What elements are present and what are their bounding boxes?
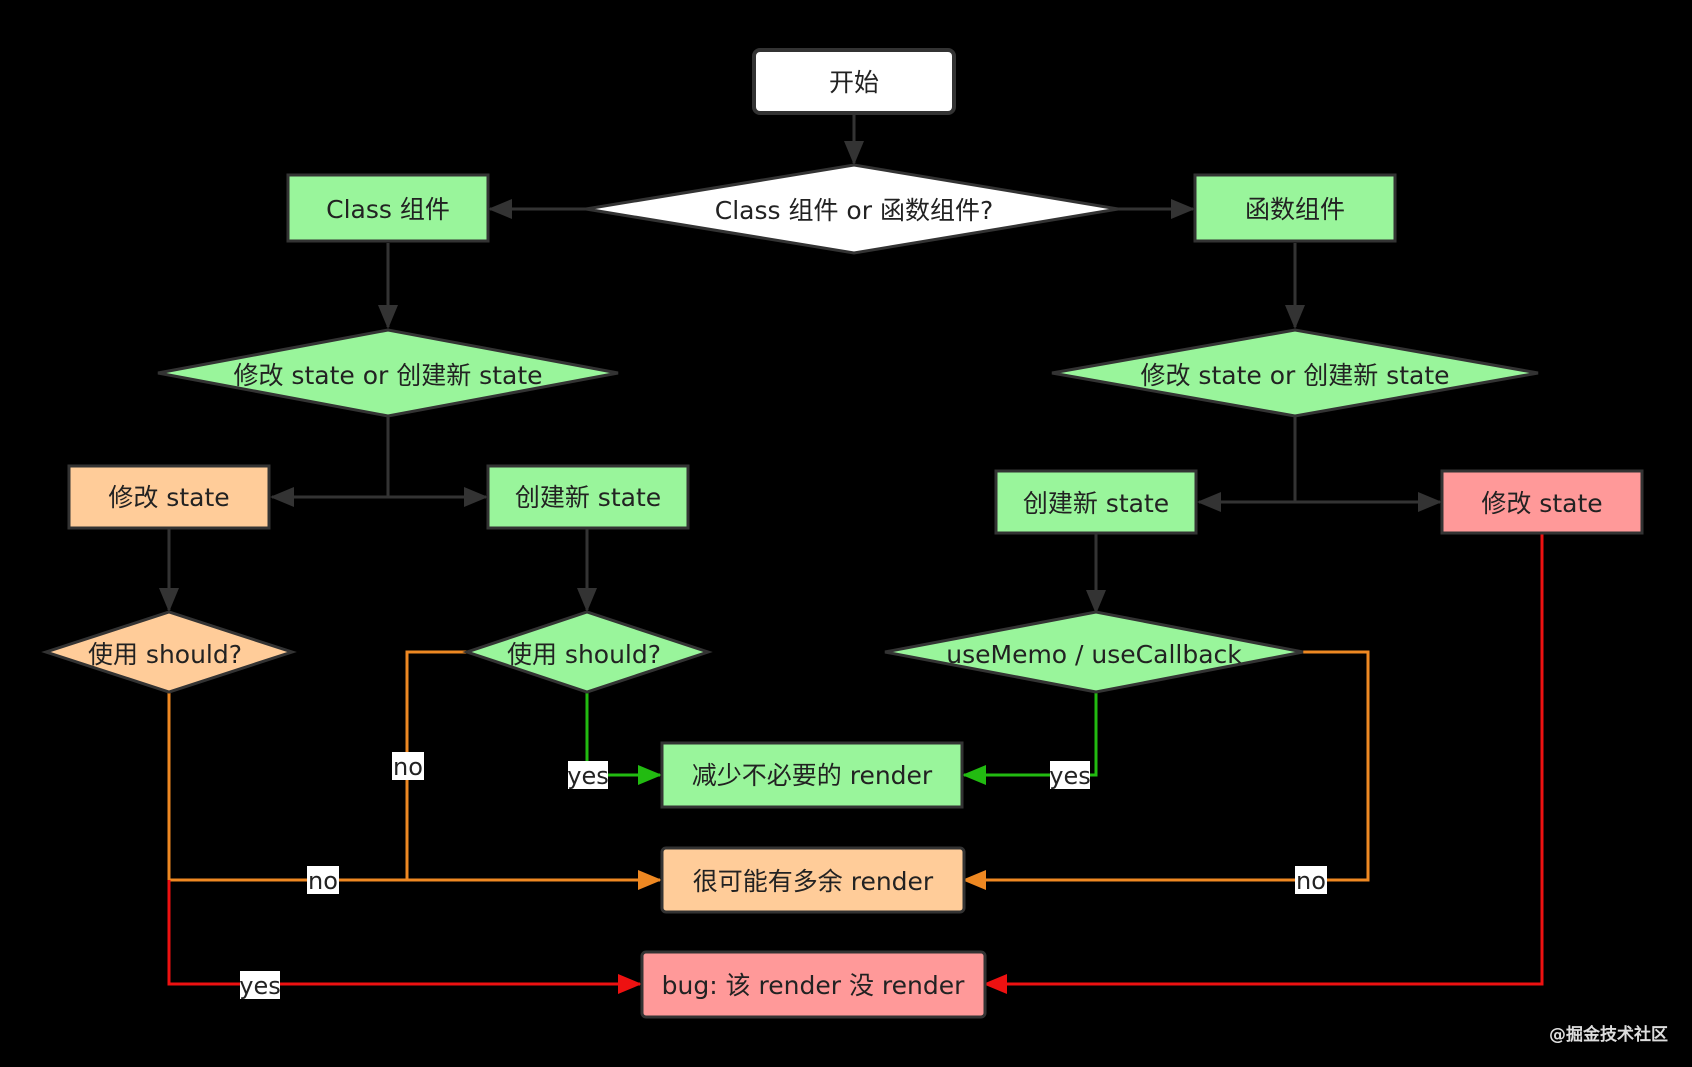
- node-class-modify-state: 修改 state: [67, 464, 271, 530]
- node-class-create-state: 创建新 state: [486, 464, 690, 530]
- node-func-decision-state: 修改 state or 创建新 state: [1051, 328, 1539, 418]
- node-decision-type: Class 组件 or 函数组件?: [585, 163, 1119, 255]
- edge-label-modify-should-yes: yes: [239, 971, 281, 1000]
- svg-text:yes: yes: [567, 762, 608, 790]
- node-class-component: Class 组件: [286, 173, 490, 243]
- svg-text:no: no: [308, 867, 338, 895]
- node-func-modify-state-label: 修改 state: [1481, 489, 1602, 518]
- node-decision-type-label: Class 组件 or 函数组件?: [715, 196, 993, 225]
- edge-label-create-should-yes: yes: [567, 761, 609, 790]
- node-class-component-label: Class 组件: [326, 195, 450, 224]
- edge-label-memo-yes: yes: [1049, 761, 1091, 790]
- svg-text:no: no: [1296, 867, 1326, 895]
- gray-edges: [159, 113, 1442, 614]
- edge-label-create-should-no: no: [392, 752, 424, 781]
- watermark: @掘金技术社区: [1549, 1024, 1668, 1045]
- node-class-create-should-label: 使用 should?: [507, 640, 661, 669]
- node-func-modify-state: 修改 state: [1440, 469, 1644, 535]
- node-reduce-render: 减少不必要的 render: [660, 741, 964, 809]
- edge-funcmodify-to-bug: [983, 533, 1544, 994]
- node-func-create-state-label: 创建新 state: [1023, 489, 1169, 518]
- node-class-modify-should: 使用 should?: [41, 610, 297, 694]
- node-class-create-state-label: 创建新 state: [515, 483, 661, 512]
- edge-memo-yes: [962, 692, 1098, 785]
- node-start: 开始: [752, 48, 956, 115]
- node-function-component-label: 函数组件: [1245, 195, 1345, 224]
- node-func-memo: useMemo / useCallback: [884, 610, 1304, 694]
- node-func-memo-label: useMemo / useCallback: [946, 640, 1242, 669]
- node-extra-render-label: 很可能有多余 render: [693, 867, 934, 896]
- edge-create-should-no: [405, 650, 467, 880]
- edge-label-memo-no: no: [1295, 866, 1327, 895]
- node-func-decision-state-label: 修改 state or 创建新 state: [1140, 361, 1449, 390]
- node-function-component: 函数组件: [1193, 173, 1397, 243]
- edge-memo-no: [962, 650, 1370, 890]
- edge-label-modify-should-no: no: [307, 866, 339, 895]
- node-class-decision-state: 修改 state or 创建新 state: [157, 328, 619, 418]
- node-bug-render: bug: 该 render 没 render: [640, 950, 987, 1019]
- edge-modify-should-yes: [167, 880, 642, 994]
- node-class-modify-state-label: 修改 state: [108, 483, 229, 512]
- node-func-create-state: 创建新 state: [994, 469, 1198, 535]
- svg-text:yes: yes: [239, 972, 280, 1000]
- node-bug-render-label: bug: 该 render 没 render: [662, 971, 965, 1000]
- node-class-decision-state-label: 修改 state or 创建新 state: [233, 361, 542, 390]
- red-edges: [167, 533, 1544, 994]
- node-reduce-render-label: 减少不必要的 render: [692, 761, 933, 790]
- svg-text:no: no: [393, 753, 423, 781]
- node-class-create-should: 使用 should?: [462, 610, 713, 694]
- node-start-label: 开始: [829, 68, 879, 97]
- node-class-modify-should-label: 使用 should?: [88, 640, 242, 669]
- svg-text:yes: yes: [1049, 762, 1090, 790]
- node-extra-render: 很可能有多余 render: [660, 846, 966, 914]
